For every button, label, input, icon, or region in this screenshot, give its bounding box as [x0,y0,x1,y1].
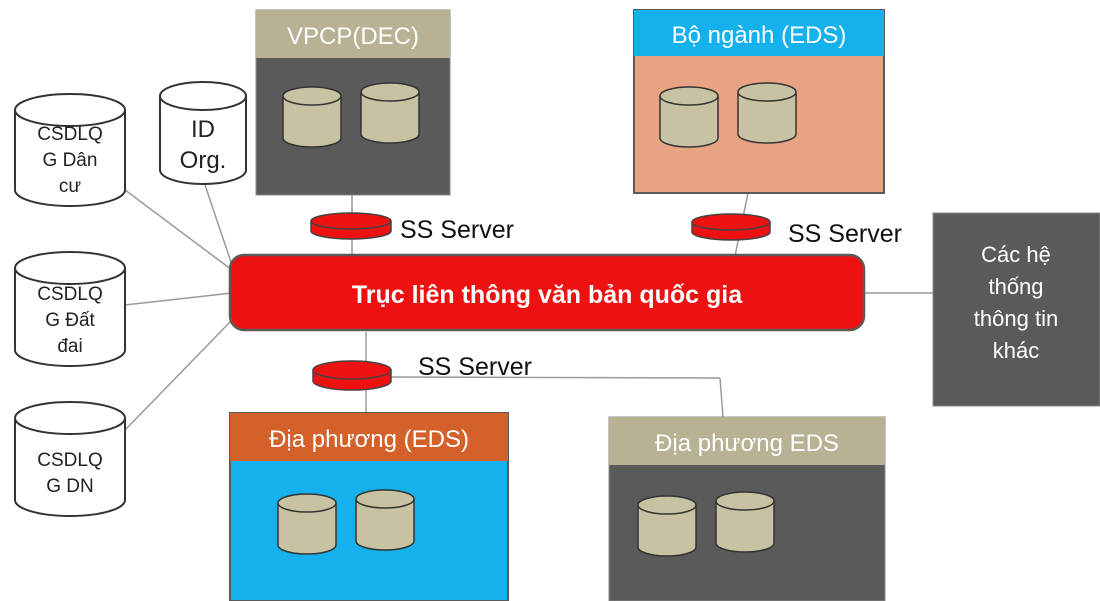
ss-server-disk-bottom [312,360,392,391]
database-icon [282,86,342,148]
db-dn-line1: CSDLQ [37,450,102,471]
database-cylinder-dn: CSDLQ G DN [14,401,126,517]
dia-phuong-eds-box-right: Địa phương EDS [608,416,886,601]
other-systems-line1: Các hệ [981,242,1051,267]
ss-server-disk-top-left [310,212,392,240]
other-systems-line4: khác [993,338,1039,363]
db-dat-dai-line1: CSDLQ [37,284,102,305]
db-dat-dai-line2: G Đất [45,310,95,331]
database-cylinder-dat-dai: CSDLQ G Đất đai [14,251,126,367]
other-systems-line2: thống [988,274,1043,299]
database-icon [715,491,775,553]
dia-phuong-eds-title-left: Địa phương (EDS) [269,426,469,453]
database-icon [355,489,415,551]
vpcp-dec-title: VPCP(DEC) [287,23,419,50]
db-dn-line2: G DN [46,476,94,497]
database-icon [737,82,797,144]
ss-server-label-top-left: SS Server [400,216,514,244]
db-dan-cu-line1: CSDLQ [37,124,102,145]
db-dat-dai-line3: đai [57,336,82,357]
ss-server-disk-top-right [691,213,771,241]
bo-nganh-eds-box: Bộ ngành (EDS) [633,9,885,194]
database-cylinder-dan-cu: CSDLQ G Dân cư [14,93,126,207]
ss-server-label-bottom: SS Server [418,353,532,381]
other-systems-box: Các hệ thống thông tin khác [932,212,1100,407]
database-icon [637,495,697,557]
database-cylinder-id-org: ID Org. [159,81,247,185]
ss-server-label-top-right: SS Server [788,220,902,248]
db-id-org-line1: ID [191,116,215,143]
database-icon [360,82,420,144]
dia-phuong-eds-title-right: Địa phương EDS [655,430,839,457]
dia-phuong-eds-box-left: Địa phương (EDS) [229,412,509,601]
national-axis-label: Trục liên thông văn bản quốc gia [352,281,743,309]
db-id-org-line2: Org. [180,147,227,174]
vpcp-dec-box: VPCP(DEC) [255,9,451,196]
bo-nganh-eds-title: Bộ ngành (EDS) [672,22,847,49]
database-icon [277,493,337,555]
database-icon [659,86,719,148]
other-systems-line3: thông tin [974,306,1058,331]
db-dan-cu-line3: cư [59,176,82,197]
db-dan-cu-line2: G Dân [43,150,98,171]
national-axis-bar: Trục liên thông văn bản quốc gia [228,253,866,332]
